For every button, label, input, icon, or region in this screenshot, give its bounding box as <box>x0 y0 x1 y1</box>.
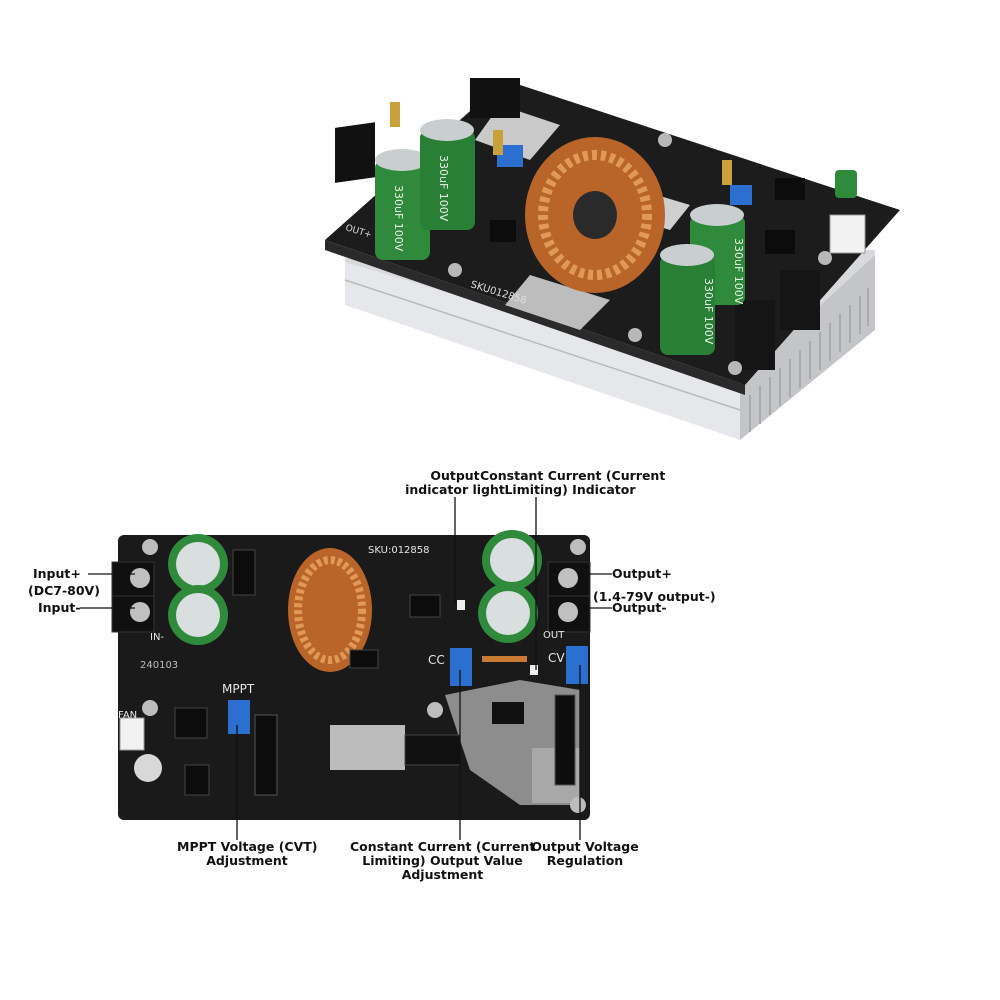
cc-indicator-led <box>530 665 538 675</box>
label-line: indicator light <box>405 482 505 497</box>
cv-potentiometer <box>566 646 588 684</box>
label-line: Output Voltage <box>531 839 639 854</box>
silk-mppt: MPPT <box>222 682 255 696</box>
capacitor-1: 330uF 100V <box>375 149 430 260</box>
label-line: Output <box>430 468 480 483</box>
capacitor-4-label: 330uF 100V <box>702 278 715 345</box>
pcb-board-flat: SKU:012858 240103 IN- OUT CC CV MPPT FAN <box>111 530 591 820</box>
label-input-minus: Input- <box>38 600 81 615</box>
label-line: Constant Current (Current <box>480 468 666 483</box>
label-input-plus: Input+ <box>33 566 81 581</box>
label-cc-output-adjustment: Constant Current (Current Limiting) Outp… <box>350 840 535 882</box>
label-line: Adjustment <box>401 867 484 882</box>
label-line: Limiting) Output Value <box>362 853 523 868</box>
output-indicator-led <box>457 600 465 610</box>
potentiometer <box>730 185 752 205</box>
capacitor-4: 330uF 100V <box>660 244 715 355</box>
label-line: MPPT Voltage (CVT) <box>177 839 318 854</box>
silk-cc: CC <box>428 653 445 667</box>
capacitor-2-label: 330uF 100V <box>437 155 450 222</box>
capacitor-1-label: 330uF 100V <box>392 185 405 252</box>
label-line: Adjustment <box>206 853 288 868</box>
label-mppt-adjustment: MPPT Voltage (CVT) Adjustment <box>177 839 318 868</box>
board-photo-perspective: SKU012858 OUT+ 330uF 100V 330uF 100V 330… <box>325 78 900 440</box>
label-input-range: (DC7-80V) <box>28 583 100 598</box>
capacitor-3-label: 330uF 100V <box>732 238 745 305</box>
silk-date-code: 240103 <box>140 660 178 671</box>
silk-in-minus: IN- <box>150 632 164 643</box>
silk-sku: SKU:012858 <box>368 545 430 556</box>
label-output-plus: Output+ <box>612 566 672 581</box>
capacitor-2: 330uF 100V <box>420 119 475 230</box>
mppt-potentiometer <box>228 700 250 734</box>
label-cc-indicator: Constant Current (Current Limiting) Indi… <box>480 468 666 497</box>
cc-potentiometer <box>450 648 472 686</box>
label-line: Limiting) Indicator <box>504 482 636 497</box>
potentiometer <box>497 145 523 167</box>
toroid-inductor <box>525 137 665 293</box>
label-line: Constant Current (Current <box>350 839 536 854</box>
label-output-minus: Output- <box>612 600 667 615</box>
label-output-indicator-light: Output indicator light <box>395 469 515 497</box>
label-output-range: (1.4-79V output-) <box>593 589 716 604</box>
board-photo-top-view: SKU:012858 240103 IN- OUT CC CV MPPT FAN <box>111 530 591 820</box>
label-output-voltage-regulation: Output Voltage Regulation <box>530 840 640 868</box>
silk-out: OUT <box>543 630 565 641</box>
silk-cv: CV <box>548 651 565 665</box>
silk-fan: FAN <box>118 710 137 721</box>
label-line: Regulation <box>546 853 624 868</box>
